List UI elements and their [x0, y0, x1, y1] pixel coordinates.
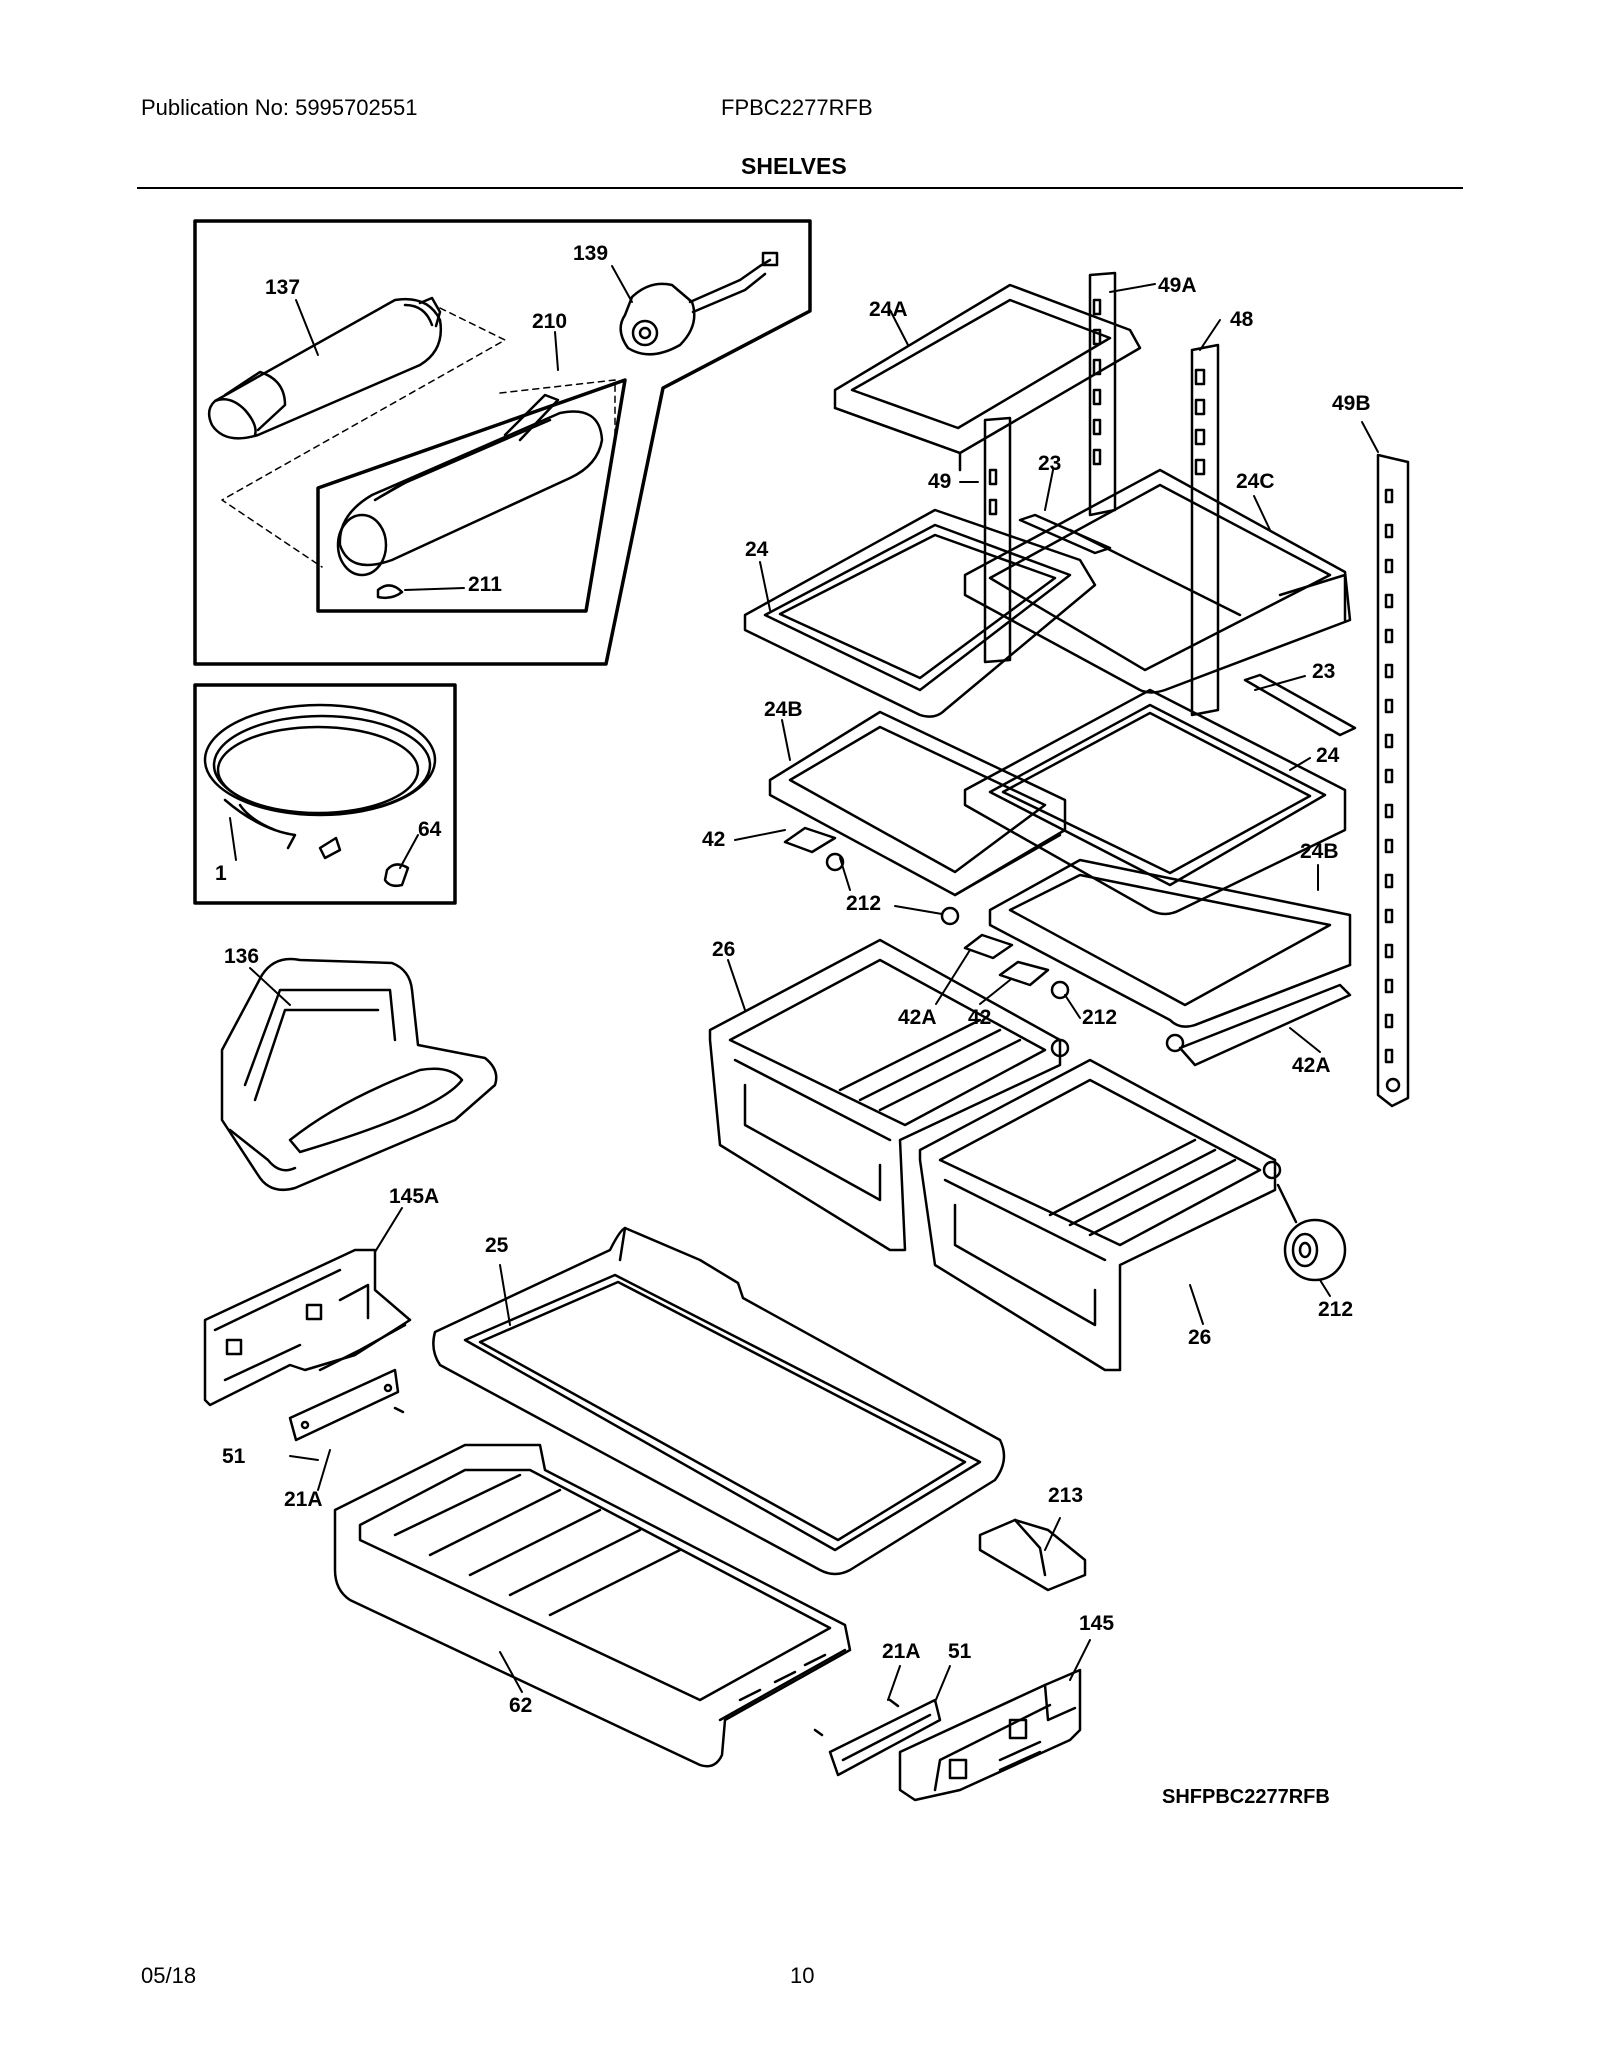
bracket-42-b — [998, 960, 1050, 987]
callout-26-right: 26 — [1188, 1326, 1212, 1349]
roller-212-c — [1050, 980, 1070, 1000]
rail-49B — [1376, 453, 1410, 1108]
drawer-cover-145 — [898, 1668, 1082, 1802]
callout-21A-left: 21A — [284, 1488, 323, 1511]
rail-48 — [1190, 343, 1220, 717]
callout-23-lower: 23 — [1312, 660, 1336, 683]
drawer-cover-145A — [203, 1248, 412, 1407]
screw-21A-right — [888, 1698, 900, 1708]
callout-211: 211 — [468, 573, 502, 596]
roller-212-d — [1165, 1033, 1185, 1053]
callout-145: 145 — [1079, 1612, 1115, 1635]
crisper-cover-25 — [432, 1226, 1006, 1576]
slide-51-left — [288, 1368, 400, 1442]
roller-212-a — [825, 852, 845, 872]
callout-212-b: 212 — [1082, 1006, 1118, 1029]
callout-26-left: 26 — [712, 938, 736, 961]
callout-42A-b: 42A — [1292, 1054, 1331, 1077]
water-filter-inset — [193, 219, 812, 666]
callout-24B-lower: 24B — [1300, 840, 1339, 863]
diagram-code: SHFPBC2277RFB — [1162, 1786, 1330, 1808]
bracket-42-a — [783, 826, 837, 854]
rail-49A — [1088, 271, 1117, 517]
shelf-24-upper — [743, 508, 1097, 718]
callout-210: 210 — [532, 310, 568, 333]
crisper-drawer-26-right — [918, 1058, 1282, 1372]
callout-136: 136 — [224, 945, 260, 968]
bracket-42A-a — [963, 933, 1014, 960]
callout-24C: 24C — [1236, 470, 1275, 493]
filter-cartridge — [207, 296, 443, 440]
filter-clip — [376, 584, 404, 600]
shelf-24-mid — [963, 688, 1347, 916]
shelf-24B-upper — [768, 710, 1067, 897]
publication-number: Publication No: 5995702551 — [141, 95, 418, 120]
divider-213 — [978, 1518, 1087, 1592]
filter-cover — [336, 393, 604, 577]
callout-62: 62 — [509, 1694, 533, 1717]
water-tubing — [203, 703, 437, 860]
callout-24B-upper: 24B — [764, 698, 803, 721]
callout-24-upper: 24 — [745, 538, 769, 561]
tube-clip — [383, 863, 410, 888]
callout-51-left: 51 — [222, 1445, 246, 1468]
shelf-24B-lower — [988, 858, 1352, 1028]
callout-48: 48 — [1230, 308, 1254, 331]
rail-49 — [983, 416, 1012, 664]
filter-housing — [619, 251, 779, 356]
tubing-inset — [193, 683, 457, 905]
shelf-24A — [833, 283, 1142, 472]
screw-21A-left — [393, 1406, 405, 1414]
roller-212-b — [940, 906, 960, 926]
bracket-42A-b — [1178, 983, 1352, 1067]
drawer-62 — [333, 1443, 852, 1768]
callout-21A-right: 21A — [882, 1640, 921, 1663]
callout-42-b: 42 — [968, 1006, 992, 1029]
callout-213: 213 — [1048, 1484, 1084, 1507]
callout-42-a: 42 — [702, 828, 726, 851]
callout-42A-a: 42A — [898, 1006, 937, 1029]
callout-49: 49 — [928, 470, 952, 493]
callout-145A: 145A — [389, 1185, 440, 1208]
callout-25: 25 — [485, 1234, 509, 1257]
section-title: SHELVES — [741, 153, 847, 179]
callout-212-a: 212 — [846, 892, 882, 915]
filter-door-136 — [220, 957, 498, 1192]
callout-24-mid: 24 — [1316, 744, 1340, 767]
screw-21A-right-2 — [813, 1728, 824, 1737]
callout-23-upper: 23 — [1038, 452, 1062, 475]
callout-49A: 49A — [1158, 274, 1197, 297]
callout-64: 64 — [418, 818, 442, 841]
callout-139: 139 — [573, 242, 609, 265]
crisper-drawer-26-left — [708, 938, 1070, 1252]
shelf-24C — [963, 468, 1352, 694]
page-number: 10 — [790, 1963, 815, 1988]
footer-date: 05/18 — [141, 1963, 197, 1988]
callout-1: 1 — [215, 862, 227, 885]
model-number: FPBC2277RFB — [721, 95, 873, 120]
callout-24A: 24A — [869, 298, 908, 321]
callout-51-right: 51 — [948, 1640, 972, 1663]
spacer-23-lower — [1243, 673, 1357, 737]
slide-51-right — [828, 1698, 942, 1777]
spacer-23-upper — [1018, 513, 1112, 555]
callout-137: 137 — [265, 276, 301, 299]
callout-leaders — [229, 265, 1379, 1703]
callout-212-c: 212 — [1318, 1298, 1354, 1321]
callout-49B: 49B — [1332, 392, 1371, 415]
roller-212-detail — [1276, 1183, 1347, 1282]
header-rule — [137, 187, 1463, 189]
